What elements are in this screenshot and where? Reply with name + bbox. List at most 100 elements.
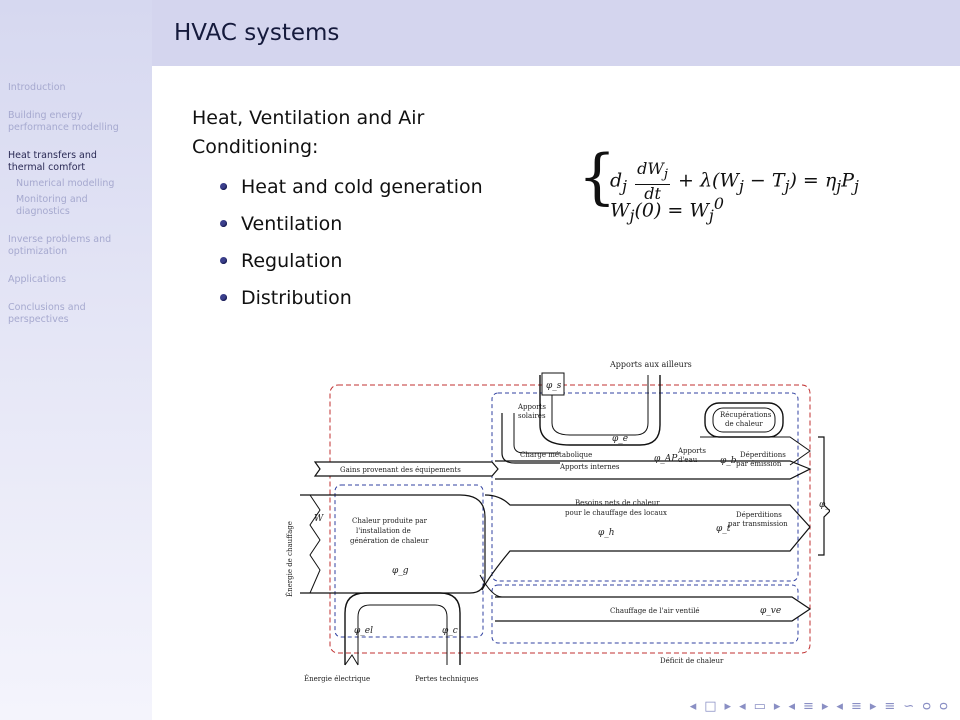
equation-system: { dj dWj dt + λ(Wj − Tj) = ηjPj Wj(0) = … — [578, 142, 918, 228]
eq-term: d — [610, 169, 623, 192]
label-generated-heat-2: l'installation de — [356, 527, 411, 535]
label-phi-b: φ_b — [720, 456, 737, 466]
nav-control-icon[interactable]: ≡ — [884, 699, 896, 714]
sidebar-subsection[interactable]: Numerical modelling — [16, 178, 115, 189]
nav-control-icon[interactable]: ◂ — [788, 699, 795, 714]
nav-control-icon[interactable]: ◂ — [689, 699, 697, 714]
label-top-gains: Apports aux ailleurs — [609, 360, 692, 369]
left-brace: { — [578, 142, 617, 212]
eq-term: + λ(W — [678, 169, 739, 192]
right-brace — [818, 436, 830, 556]
label-water-gains-1: Apports — [677, 447, 706, 455]
label-emission-losses-1: Déperditions — [740, 451, 786, 459]
label-transmission-losses-2: par transmission — [728, 520, 788, 528]
building-boundary-red — [329, 384, 811, 654]
nav-control-icon[interactable]: ▸ — [869, 699, 877, 714]
label-solar-gains-1: Apports — [517, 403, 546, 411]
sidebar-subsection[interactable]: Monitoring and diagnostics — [16, 194, 88, 217]
label-phi-c: φ_c — [442, 626, 458, 636]
eq-sup: 0 — [713, 194, 724, 213]
bullet-icon — [220, 220, 227, 227]
label-metabolic-load: Charge métabolique — [520, 451, 592, 459]
zone-boundary-right — [491, 392, 799, 582]
electric-energy-arrow — [344, 654, 359, 666]
eq-fraction-denominator: dt — [644, 184, 661, 204]
eq-term: W — [610, 199, 630, 222]
label-recuperation-2: de chaleur — [725, 420, 763, 428]
label-phi-h: φ_h — [598, 528, 615, 538]
label-recuperation: Récupérations de chaleur — [720, 411, 774, 428]
bullet-text: Regulation — [241, 249, 343, 272]
solar-gain-flow — [539, 375, 661, 446]
eq-sub: j — [629, 206, 635, 226]
eq-fraction-numerator: dWj — [635, 160, 670, 186]
nav-control-icon[interactable]: ◂ — [739, 699, 746, 714]
label-solar-gains-2: solaires — [518, 412, 546, 420]
label-internal-gains: Apports internes — [559, 463, 620, 471]
bullet-icon — [220, 183, 227, 190]
label-phi-ap: φ_AP — [654, 454, 678, 464]
sidebar-section[interactable]: Conclusions and perspectives — [8, 302, 86, 325]
label-phi-el: φ_el — [354, 626, 373, 636]
eq-term: − T — [743, 169, 785, 192]
label-water-gains-2: d'eau — [678, 456, 698, 464]
slide-header: HVAC systems — [152, 0, 960, 66]
label-transmission-losses-1: Déperditions — [736, 511, 782, 519]
label-equipment-gains: Gains provenant des équipements — [340, 466, 461, 474]
label-phi-ve: φ_ve — [760, 606, 781, 616]
eq-sub: j — [836, 176, 842, 196]
label-energy-axis: Énergie de chauffage — [285, 521, 294, 597]
electric-energy-inner — [357, 604, 448, 665]
eq-sub: j — [622, 176, 628, 196]
heat-demand-flow — [481, 494, 811, 591]
main-flow-band — [495, 460, 812, 480]
bullet-icon — [220, 257, 227, 264]
label-phi-total: φ_t — [819, 500, 830, 510]
label-generated-heat-3: génération de chaleur — [350, 537, 429, 545]
sidebar-section[interactable]: Inverse problems and optimization — [8, 234, 112, 257]
nav-control-icon[interactable]: ◂ — [836, 699, 843, 714]
label-emission-losses: Déperditions par émission — [736, 451, 788, 468]
nav-control-icon[interactable]: ≡ — [850, 699, 862, 714]
eq-sub: j — [784, 176, 790, 196]
eq-sub: j — [854, 176, 859, 196]
electric-energy-loop — [344, 592, 461, 665]
slide-title: HVAC systems — [174, 20, 340, 46]
eq-sub: j — [738, 176, 744, 196]
nav-control-icon[interactable]: ▸ — [724, 699, 732, 714]
solar-intake-inner — [513, 413, 560, 454]
label-electric-energy: Énergie électrique — [304, 674, 370, 683]
nav-control-icon[interactable]: ▸ — [821, 699, 829, 714]
label-transmission-losses: Déperditions par transmission — [728, 511, 788, 528]
eq-term: ) = η — [789, 169, 837, 192]
eq-fraction: dWj dt — [635, 160, 670, 203]
sidebar-section[interactable]: Heat transfers and thermal comfort — [8, 150, 97, 173]
bullet-item: Heat and cold generation — [220, 168, 483, 205]
sidebar-section[interactable]: Applications — [8, 274, 67, 285]
nav-control-icon[interactable]: ▭ — [753, 699, 766, 714]
hvac-energy-flow-diagram: Apports aux ailleurs φ_s Apports solaire… — [285, 360, 830, 683]
bullet-text: Ventilation — [241, 212, 343, 235]
sidebar-section[interactable]: Building energy performance modelling — [8, 110, 119, 133]
label-heat-deficit: Déficit de chaleur — [660, 657, 724, 665]
nav-control-icon[interactable]: ᴑ — [939, 699, 948, 714]
intro-text: Heat, Ventilation and Air Conditioning: — [192, 107, 425, 158]
eq-num-sub: j — [663, 167, 668, 183]
label-net-heat-demand-2: pour le chauffage des locaux — [565, 509, 667, 517]
zone-boundary-left — [334, 484, 484, 638]
nav-control-icon[interactable]: ᴑ — [922, 699, 932, 714]
nav-control-icon[interactable]: ∽ — [903, 699, 915, 714]
nav-control-icon[interactable]: □ — [704, 699, 717, 714]
nav-control-icon[interactable]: ≡ — [802, 699, 814, 714]
label-generated-heat-1: Chaleur produite par — [352, 517, 428, 525]
equation-line-1: dj dWj dt + λ(Wj − Tj) = ηjPj — [610, 160, 859, 203]
phi-s-box — [541, 372, 565, 396]
equipment-gain-arrow — [313, 461, 499, 477]
label-generated-heat: Chaleur produite par l'installation de g… — [350, 517, 429, 545]
nav-control-icon[interactable]: ▸ — [773, 699, 781, 714]
label-phi-s: φ_s — [546, 381, 562, 391]
sidebar-section[interactable]: Introduction — [8, 82, 66, 93]
